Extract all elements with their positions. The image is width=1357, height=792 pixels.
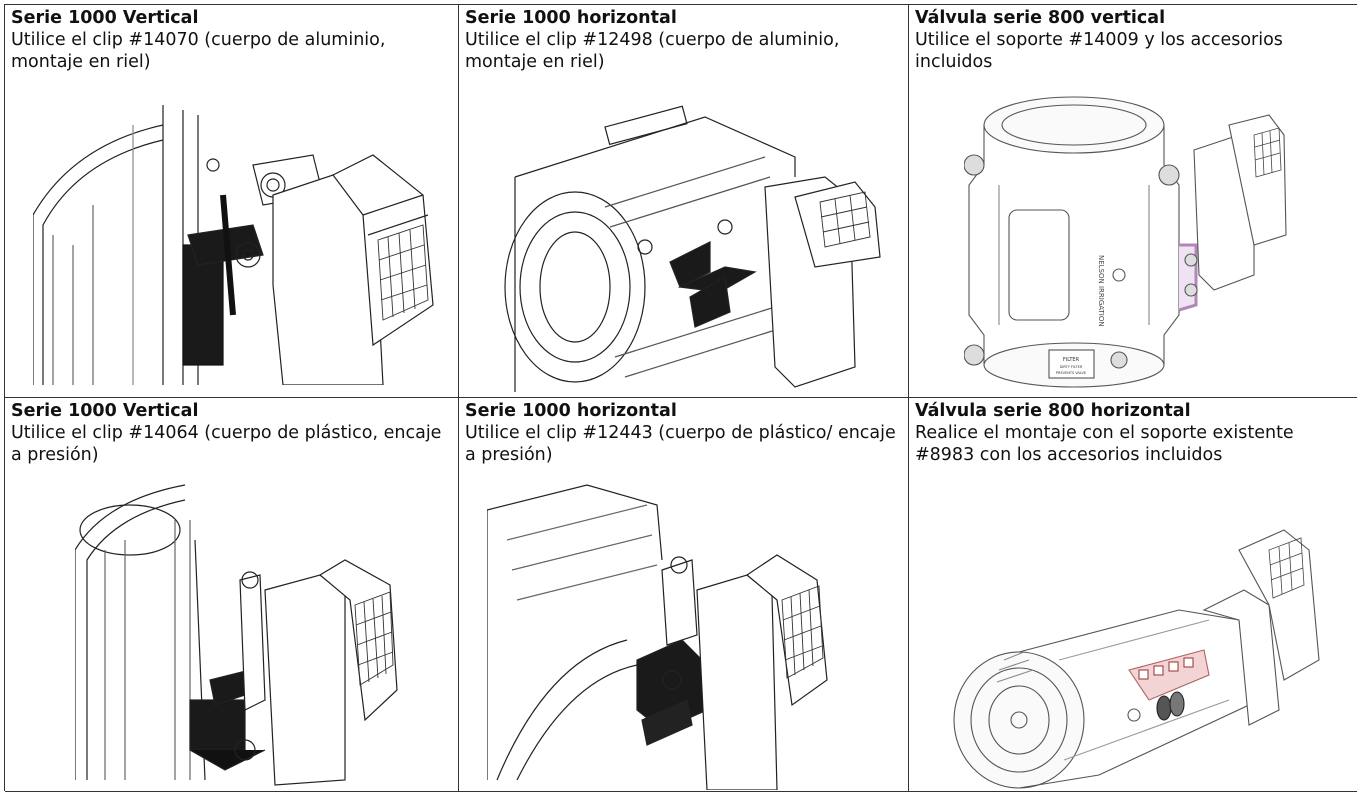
table-cell: Válvula serie 800 vertical Utilice el so… [909,5,1357,398]
valve-horizontal-aluminum-clip-image [459,5,908,397]
valve-800-vertical-bracket-image: FILTER DIRTY FILTER PREVENTS VALVE NELSO… [909,5,1357,397]
cell-title: Válvula serie 800 horizontal [915,401,1191,421]
cell-description: Utilice el clip #12498 (cuerpo de alumin… [465,30,840,72]
svg-text:PREVENTS VALVE: PREVENTS VALVE [1056,371,1086,375]
svg-text:FILTER: FILTER [1063,357,1080,363]
cell-caption: Válvula serie 800 vertical Utilice el so… [915,7,1351,73]
valve-vertical-plastic-clip-image [5,398,458,791]
cell-description: Utilice el clip #14070 (cuerpo de alumin… [11,30,386,72]
table-cell: Serie 1000 horizontal Utilice el clip #1… [459,5,909,398]
cell-description: Realice el montaje con el soporte existe… [915,423,1294,465]
table-cell: Serie 1000 horizontal Utilice el clip #1… [459,398,909,792]
cell-description: Utilice el clip #12443 (cuerpo de plásti… [465,423,896,465]
valve-800-horizontal-bracket-image [909,398,1357,791]
cell-description: Utilice el clip #14064 (cuerpo de plásti… [11,423,442,465]
cell-title: Serie 1000 horizontal [465,401,677,421]
valve-vertical-aluminum-clip-image [5,5,458,397]
cell-caption: Serie 1000 horizontal Utilice el clip #1… [465,400,900,466]
clip-selection-table: Serie 1000 Vertical Utilice el clip #140… [4,4,1357,792]
table-cell: Serie 1000 Vertical Utilice el clip #140… [5,5,459,398]
cell-description: Utilice el soporte #14009 y los accesori… [915,30,1283,72]
cell-title: Válvula serie 800 vertical [915,8,1166,28]
cell-caption: Serie 1000 horizontal Utilice el clip #1… [465,7,900,73]
cell-caption: Serie 1000 Vertical Utilice el clip #140… [11,400,450,466]
table-cell: Válvula serie 800 horizontal Realice el … [909,398,1357,792]
valve-horizontal-plastic-clip-image [459,398,908,791]
cell-title: Serie 1000 Vertical [11,401,199,421]
svg-text:NELSON IRRIGATION: NELSON IRRIGATION [1097,255,1105,327]
table-cell: Serie 1000 Vertical Utilice el clip #140… [5,398,459,792]
svg-text:DIRTY FILTER: DIRTY FILTER [1060,365,1083,369]
cell-caption: Serie 1000 Vertical Utilice el clip #140… [11,7,450,73]
cell-title: Serie 1000 Vertical [11,8,199,28]
cell-caption: Válvula serie 800 horizontal Realice el … [915,400,1351,466]
cell-title: Serie 1000 horizontal [465,8,677,28]
